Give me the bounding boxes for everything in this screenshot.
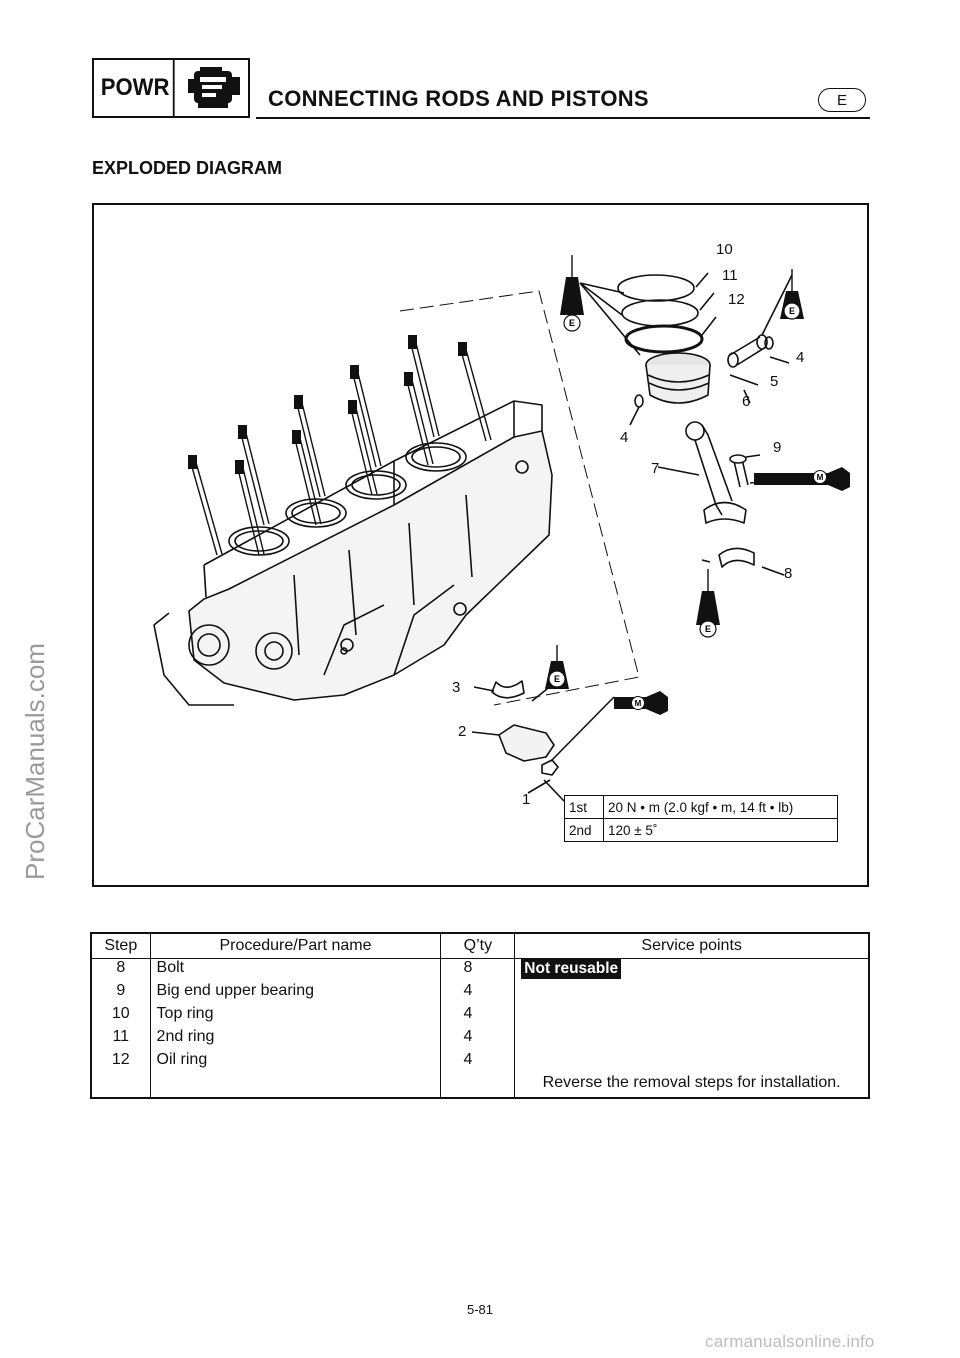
row-service	[514, 1051, 869, 1074]
row-part-name: Oil ring	[149, 1051, 441, 1074]
callout-8: 9	[773, 439, 782, 456]
callout-7: 7	[651, 460, 660, 477]
table-row: 9 Big end upper bearing 4	[90, 982, 869, 1005]
engine-oil-icon: E	[780, 269, 804, 320]
row-part-name: 2nd ring	[149, 1028, 441, 1051]
torque-step: 1st	[564, 795, 604, 819]
engine-oil-icon: E	[696, 569, 720, 638]
table-row: 8 Bolt 8 Not reusable	[90, 958, 869, 982]
exploded-diagram: E E E E M	[92, 203, 869, 887]
callout-11: 11	[722, 267, 738, 284]
torque-row: 1st 20 N • m (2.0 kgf • m, 14 ft • lb)	[564, 795, 838, 819]
table-row: Reverse the removal steps for installati…	[90, 1074, 869, 1098]
section-label: POWR	[97, 60, 175, 116]
row-part-name: Top ring	[149, 1005, 441, 1028]
svg-text:M: M	[817, 473, 824, 482]
row-part-name: Big end upper bearing	[149, 982, 441, 1005]
torque-table: 1st 20 N • m (2.0 kgf • m, 14 ft • lb) 2…	[564, 795, 838, 842]
table-row: 11 2nd ring 4	[90, 1028, 869, 1051]
column-header-part: Procedure/Part name	[149, 932, 442, 959]
table-row: 10 Top ring 4	[90, 1005, 869, 1028]
not-reusable-tag: Not reusable	[521, 959, 622, 979]
procedure-table: Step Procedure/Part name Q’ty Service po…	[90, 932, 870, 1099]
row-step: 9	[90, 982, 151, 1005]
callout-5: 5	[770, 373, 779, 390]
engine-block-icon	[180, 63, 248, 115]
callout-10: 10	[716, 241, 733, 258]
callout-1: 1	[522, 791, 531, 808]
callout-6: 6	[742, 393, 751, 410]
engine-oil-icon: E	[560, 255, 584, 332]
row-qty: 4	[440, 1051, 515, 1074]
page-number: 5-81	[466, 1302, 494, 1317]
title-rule	[256, 117, 870, 119]
site-watermark: carmanualsonline.info	[705, 1332, 875, 1351]
callout-4: 4	[796, 349, 805, 366]
callout-4b: 4	[620, 429, 629, 446]
table-row: 12 Oil ring 4	[90, 1051, 869, 1074]
svg-text:M: M	[635, 699, 642, 708]
column-header-service: Service points	[514, 932, 870, 959]
row-service	[514, 982, 869, 1005]
row-step: 8	[90, 958, 151, 982]
column-header-qty: Q’ty	[440, 932, 516, 959]
callout-2: 2	[458, 723, 467, 740]
svg-text:E: E	[554, 674, 560, 684]
row-service: Not reusable	[514, 958, 869, 982]
moly-grease-icon: M	[754, 467, 850, 491]
row-qty: 4	[440, 1028, 515, 1051]
diagram-illustration: E E E E M	[153, 255, 850, 802]
row-part-name: Bolt	[149, 958, 441, 982]
column-header-step: Step	[90, 932, 151, 959]
watermark: ProCarManuals.com	[20, 643, 50, 880]
table-header-row: Step Procedure/Part name Q’ty Service po…	[90, 932, 870, 959]
row-qty: 8	[440, 958, 515, 982]
torque-value: 120 ± 5˚	[603, 818, 838, 842]
callout-12: 12	[728, 291, 745, 308]
callout-9: 8	[784, 565, 793, 582]
engine-oil-icon: E	[545, 645, 569, 689]
installation-note: Reverse the removal steps for installati…	[514, 1074, 869, 1098]
language-badge: E	[818, 88, 866, 112]
row-service	[514, 1005, 869, 1028]
page-title: CONNECTING RODS AND PISTONS	[268, 86, 649, 111]
svg-text:E: E	[569, 318, 575, 328]
diagram-heading: EXPLODED DIAGRAM	[92, 158, 283, 178]
callout-3: 3	[452, 679, 461, 696]
torque-value: 20 N • m (2.0 kgf • m, 14 ft • lb)	[603, 795, 838, 819]
section-tab: POWR	[92, 58, 250, 118]
row-service	[514, 1028, 869, 1051]
svg-text:E: E	[705, 624, 711, 634]
row-qty: 4	[440, 982, 515, 1005]
moly-grease-icon: M	[614, 691, 668, 715]
torque-row: 2nd 120 ± 5˚	[564, 818, 838, 842]
row-step: 11	[90, 1028, 151, 1051]
torque-step: 2nd	[564, 818, 604, 842]
row-step: 10	[90, 1005, 151, 1028]
svg-text:E: E	[789, 306, 795, 316]
row-qty: 4	[440, 1005, 515, 1028]
row-step: 12	[90, 1051, 151, 1074]
